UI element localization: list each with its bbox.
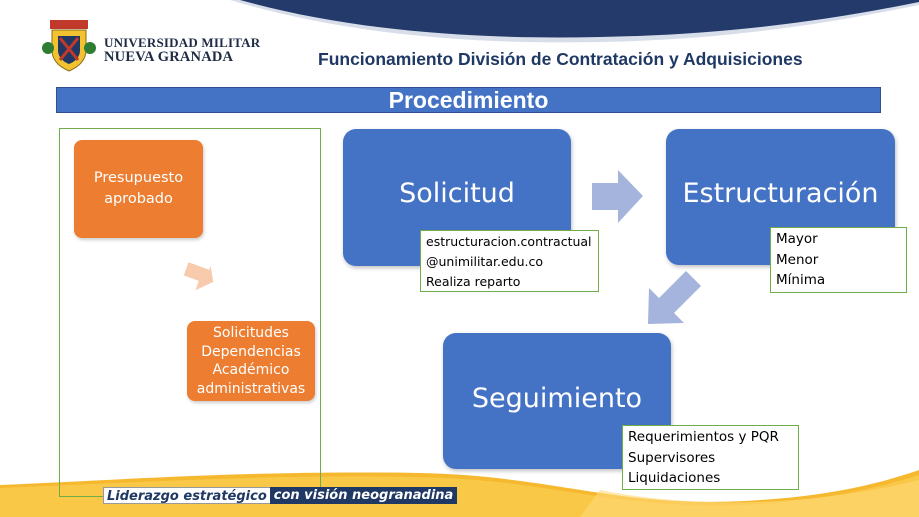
requests-line4: administrativas bbox=[196, 380, 306, 397]
footer-wave bbox=[0, 470, 919, 517]
note-line: Realiza reparto bbox=[426, 274, 521, 289]
university-logo bbox=[40, 20, 98, 72]
footer-slogan: Liderazgo estratégico con visión neogran… bbox=[103, 487, 458, 504]
university-name-line1: UNIVERSIDAD MILITAR bbox=[104, 35, 261, 50]
note-line: @unimilitar.edu.co bbox=[426, 254, 543, 269]
budget-line1: Presupuesto bbox=[93, 170, 184, 186]
department-requests-box: Solicitudes Dependencias Académico admin… bbox=[187, 321, 315, 401]
note-line: Requerimientos y PQR bbox=[628, 429, 779, 445]
note-line: Supervisores bbox=[628, 449, 716, 466]
requests-line2: Dependencias bbox=[201, 343, 301, 360]
diagonal-arrow-icon bbox=[183, 262, 214, 291]
slogan-part2: con visión neogranadina bbox=[269, 487, 458, 504]
solicitud-note: estructuracion.contractual @unimilitar.e… bbox=[420, 230, 599, 292]
note-line: estructuracion.contractual bbox=[426, 234, 592, 249]
slide-title: Funcionamiento División de Contratación … bbox=[318, 49, 803, 69]
university-name-line2: NUEVA GRANADA bbox=[104, 49, 234, 65]
arrow-right-icon bbox=[592, 170, 643, 223]
section-banner: Procedimiento bbox=[56, 87, 881, 113]
budget-line2: aprobado bbox=[104, 191, 173, 207]
requests-line3: Académico bbox=[212, 362, 290, 378]
header-wave bbox=[230, 0, 919, 43]
note-line: Liquidaciones bbox=[628, 470, 721, 486]
note-line: Mayor bbox=[776, 231, 818, 247]
requests-line1: Solicitudes bbox=[213, 325, 289, 341]
arrow-down-left-icon bbox=[648, 271, 701, 324]
step-seguimiento-label: Seguimiento bbox=[471, 382, 643, 414]
estructuracion-note: Mayor Menor Mínima bbox=[770, 227, 907, 293]
budget-approved-box: Presupuesto aprobado bbox=[74, 140, 203, 238]
university-name: UNIVERSIDAD MILITAR NUEVA GRANADA bbox=[104, 35, 260, 65]
step-estructuracion-label: Estructuración bbox=[682, 177, 879, 209]
seguimiento-note: Requerimientos y PQR Supervisores Liquid… bbox=[622, 425, 799, 490]
step-solicitud-label: Solicitud bbox=[399, 178, 515, 209]
slogan-part1: Liderazgo estratégico bbox=[103, 487, 270, 504]
note-line: Mínima bbox=[776, 272, 826, 288]
note-line: Menor bbox=[776, 251, 819, 268]
